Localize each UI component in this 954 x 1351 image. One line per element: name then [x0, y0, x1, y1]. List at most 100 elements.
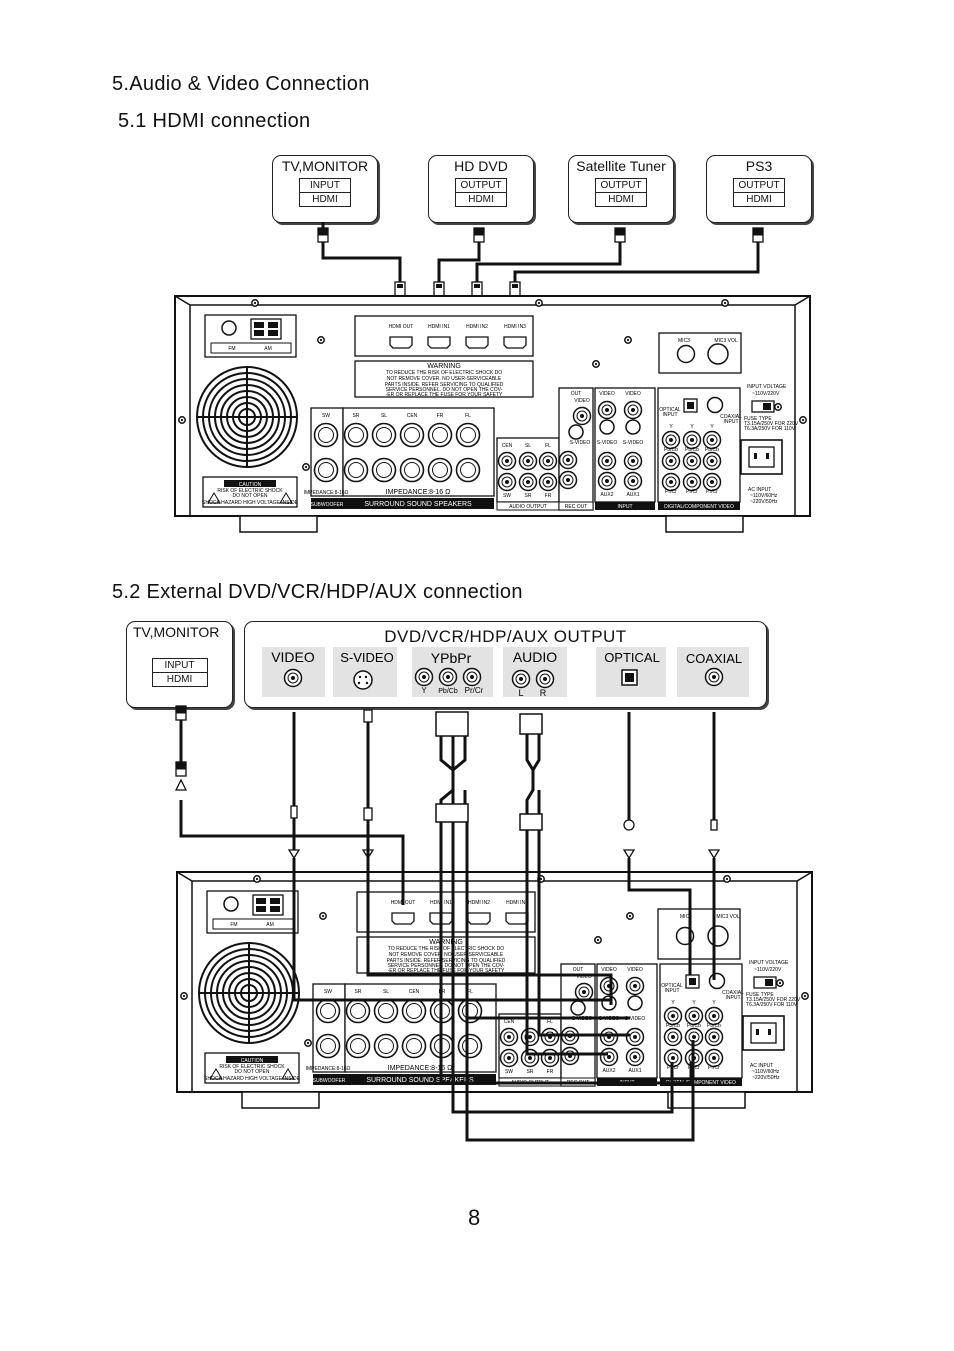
cable-video — [287, 712, 301, 870]
svg-text:T3.15A/250V FOR 220V: T3.15A/250V FOR 220V — [746, 997, 801, 1003]
svg-text:SERVICE PERSONNEL. DO NOT OPEN: SERVICE PERSONNEL. DO NOT OPEN THE COV- — [386, 387, 503, 393]
page-number: 8 — [468, 1205, 481, 1230]
svg-text:DO NOT OPEN: DO NOT OPEN — [233, 493, 268, 499]
cable-audio — [519, 713, 630, 1056]
receiver-rear-panel-1: FM AM HDMI OUT HDMI IN1 HDMI IN2 HDMI IN… — [174, 295, 811, 533]
port-type: HDMI — [312, 194, 338, 205]
svg-text:SL: SL — [381, 413, 387, 419]
svg-text:INPUT: INPUT — [724, 419, 739, 425]
svg-text:S-VIDEO: S-VIDEO — [597, 440, 618, 446]
svg-text:SR: SR — [527, 1069, 534, 1075]
svg-text:HDMI IN2: HDMI IN2 — [466, 324, 488, 330]
svg-text:~220V/50Hz: ~220V/50Hz — [752, 1075, 780, 1081]
svg-text:Y: Y — [421, 686, 427, 695]
out-svideo-label: S-VIDEO — [340, 650, 393, 665]
svg-text:IMPEDANCE:8-16Ω: IMPEDANCE:8-16Ω — [304, 490, 349, 496]
svg-text:TO REDUCE THE RISK OF ELECTRIC: TO REDUCE THE RISK OF ELECTRIC SHOCK DO — [388, 946, 504, 952]
svg-text:FM: FM — [228, 346, 235, 352]
svg-text:SR: SR — [353, 413, 360, 419]
svg-text:SURROUND SOUND SPEAKERS: SURROUND SOUND SPEAKERS — [364, 501, 472, 508]
svg-text:~110V/60Hz: ~110V/60Hz — [752, 1069, 780, 1075]
source-title: DVD/VCR/HDP/AUX OUTPUT — [384, 627, 627, 646]
svg-text:NOT REMOVE COVER. NO USER-SERV: NOT REMOVE COVER. NO USER-SERVICEABLE — [389, 952, 504, 958]
out-ypbpr-label: YPbPr — [431, 650, 472, 666]
svg-text:AUX1: AUX1 — [626, 492, 639, 498]
svg-text:VIDEO: VIDEO — [599, 391, 615, 397]
svg-text:OPTICAL: OPTICAL — [659, 407, 681, 413]
svg-text:AC INPUT: AC INPUT — [750, 1063, 773, 1069]
svg-text:Pr/Cr: Pr/Cr — [706, 489, 718, 495]
svg-text:Pr/Cr: Pr/Cr — [465, 686, 484, 695]
svg-text:IMPEDANCE:8-16 Ω: IMPEDANCE:8-16 Ω — [386, 489, 451, 496]
svg-text:HDMI IN3: HDMI IN3 — [504, 324, 526, 330]
svg-text:COAXIAL: COAXIAL — [722, 990, 744, 996]
out-coaxial-label: COAXIAL — [686, 651, 742, 666]
svg-text:CAUTION: CAUTION — [241, 1058, 264, 1064]
svg-text:AM: AM — [264, 346, 272, 352]
device-name: PS3 — [745, 158, 773, 174]
svg-text:SL: SL — [383, 989, 389, 995]
port-type: HDMI — [746, 194, 772, 205]
svg-text:MIC3 VOL: MIC3 VOL — [716, 914, 740, 920]
port-label: INPUT — [152, 659, 207, 673]
svg-text:COAXIAL: COAXIAL — [720, 414, 742, 420]
cable-optical — [622, 712, 692, 975]
svg-text:SW: SW — [503, 493, 511, 499]
svg-text:HDMI OUT: HDMI OUT — [389, 324, 414, 330]
svg-text:VIDEO: VIDEO — [576, 974, 592, 980]
svg-text:MIC3: MIC3 — [680, 914, 692, 920]
svg-text:FL: FL — [545, 443, 551, 449]
svg-text:DIGITAL/COMPONENT VIDEO: DIGITAL/COMPONENT VIDEO — [664, 504, 734, 510]
svg-text:S-VIDEO: S-VIDEO — [625, 1016, 646, 1022]
device-name: HD DVD — [454, 158, 508, 174]
svg-text:FR: FR — [545, 493, 552, 499]
svg-text:Pb/Cb: Pb/Cb — [687, 1023, 701, 1029]
cable-satellite — [475, 226, 627, 282]
svg-text:CEN: CEN — [504, 1019, 515, 1025]
svg-text:HDMI IN1: HDMI IN1 — [428, 324, 450, 330]
svg-text:Y: Y — [671, 1000, 675, 1006]
port-label: INPUT — [300, 179, 350, 193]
cable-ypbpr — [435, 711, 695, 1142]
source-outputs: VIDEO S-VIDEO YPbPr AUDIO OPTICAL COAXIA… — [262, 647, 749, 698]
svg-text:~110V/60Hz: ~110V/60Hz — [750, 493, 778, 499]
svg-text:Pb/Cb: Pb/Cb — [666, 1023, 680, 1029]
svg-text:SURROUND SOUND SPEAKERS: SURROUND SOUND SPEAKERS — [366, 1077, 474, 1084]
svg-text:FR: FR — [547, 1069, 554, 1075]
svg-text:CAUTION: CAUTION — [239, 482, 262, 488]
svg-text:PARTS INSIDE. REFER SERVICING: PARTS INSIDE. REFER SERVICING TO QUALIFI… — [385, 382, 504, 388]
svg-text:-ER OR REPLACE THE FUSE FOR YO: -ER OR REPLACE THE FUSE FOR YOUR SAFETY — [386, 392, 503, 398]
svg-text:Pb/Cb: Pb/Cb — [664, 447, 678, 453]
port-label: OUTPUT — [734, 179, 784, 193]
svg-text:AC INPUT: AC INPUT — [748, 487, 771, 493]
svg-text:T6.3A/250V FOR 110V: T6.3A/250V FOR 110V — [746, 1002, 798, 1008]
svg-text:AUX2: AUX2 — [600, 492, 613, 498]
cable-tv-hdmi — [174, 704, 405, 905]
svg-text:CEN: CEN — [407, 413, 418, 419]
svg-text:SUBWOOFER: SUBWOOFER — [311, 502, 344, 508]
svg-text:VIDEO: VIDEO — [574, 398, 590, 404]
svg-text:T6.3A/250V FOR 110V: T6.3A/250V FOR 110V — [744, 426, 796, 432]
svg-text:FR: FR — [437, 413, 444, 419]
svg-text:~110V/220V: ~110V/220V — [754, 967, 782, 973]
svg-text:HDMI IN2: HDMI IN2 — [468, 900, 490, 906]
svg-text:TO REDUCE THE RISK OF ELECTRIC: TO REDUCE THE RISK OF ELECTRIC SHOCK DO — [386, 370, 502, 376]
svg-text:S-VIDEO: S-VIDEO — [570, 440, 591, 446]
svg-text:SR: SR — [525, 493, 532, 499]
port-label: OUTPUT — [456, 179, 506, 193]
out-audio-label: AUDIO — [513, 649, 557, 665]
port-type: HDMI — [166, 674, 193, 685]
svg-text:CEN: CEN — [502, 443, 513, 449]
svg-text:DIGITAL/COMPONENT VIDEO: DIGITAL/COMPONENT VIDEO — [666, 1080, 736, 1086]
svg-text:Pr/Cr: Pr/Cr — [708, 1065, 720, 1071]
svg-text:OUT: OUT — [573, 967, 584, 973]
svg-text:INPUT VOLTAGE: INPUT VOLTAGE — [747, 384, 787, 390]
svg-text:Pb/Cb: Pb/Cb — [705, 447, 719, 453]
svg-text:VIDEO: VIDEO — [601, 967, 617, 973]
svg-text:PARTS INSIDE. REFER SERVICING: PARTS INSIDE. REFER SERVICING TO QUALIFI… — [387, 958, 506, 964]
cable-svideo — [361, 709, 613, 1005]
svg-text:INPUT: INPUT — [663, 412, 678, 418]
